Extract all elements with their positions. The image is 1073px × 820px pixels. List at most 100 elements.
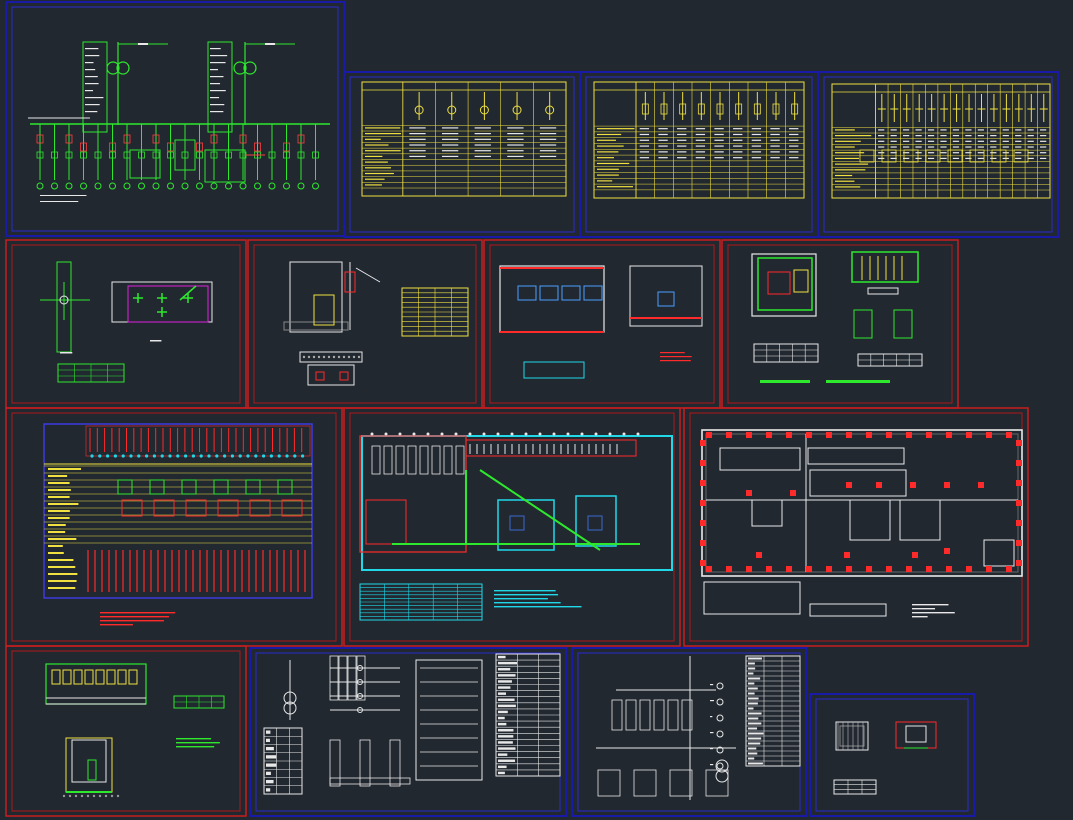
cad-stroke [409, 150, 426, 152]
cad-stroke [1016, 440, 1022, 446]
cad-stroke [786, 566, 792, 572]
cad-stroke [925, 149, 941, 163]
cad-stroke [117, 479, 133, 495]
cad-stroke [716, 103, 724, 115]
cad-stroke [94, 151, 102, 159]
cad-stroke [85, 104, 100, 106]
cad-stroke [677, 151, 687, 153]
cad-stroke [746, 490, 752, 496]
cad-stroke [912, 616, 928, 618]
cad-stroke [110, 794, 114, 798]
cad-stroke [507, 150, 524, 152]
cad-stroke [890, 129, 897, 131]
cad-stroke [40, 195, 87, 196]
cad-stroke [412, 432, 416, 436]
cad-stroke [927, 140, 935, 142]
cad-stroke [946, 566, 952, 572]
cad-stroke [748, 712, 762, 715]
cad-stroke [36, 151, 44, 159]
cad-stroke [1002, 146, 1009, 148]
transformer-room-plan-sheet [721, 239, 959, 409]
cad-stroke [176, 742, 220, 744]
cad-stroke [40, 201, 79, 202]
cad-stroke [365, 138, 381, 140]
cad-stroke [835, 721, 869, 751]
cad-stroke [701, 429, 1023, 577]
cad-stroke [152, 151, 160, 159]
cad-stroke [512, 105, 522, 115]
cad-stroke [789, 157, 799, 159]
cad-stroke [357, 665, 363, 671]
cad-stroke [269, 454, 273, 458]
foundation-detail-sheet [809, 693, 975, 817]
cad-stroke [912, 604, 949, 606]
cad-stroke [658, 145, 668, 147]
cad-stroke [213, 479, 229, 495]
cad-stroke [338, 655, 348, 701]
cad-stroke [465, 439, 637, 457]
cad-stroke [748, 697, 759, 700]
single-line-diagram-sheet [5, 1, 345, 237]
cad-stroke [539, 285, 559, 301]
cad-stroke [789, 145, 799, 147]
cad-stroke [751, 253, 817, 317]
cad-stroke [210, 104, 225, 106]
cad-stroke [48, 573, 78, 575]
cad-stroke [912, 552, 918, 558]
cad-stroke [753, 103, 761, 115]
cad-stroke [1040, 152, 1047, 154]
cad-stroke [639, 139, 650, 141]
cad-stroke [441, 155, 459, 158]
cad-stroke [756, 552, 762, 558]
cad-stroke [746, 566, 752, 572]
cad-stroke [658, 151, 668, 153]
cad-stroke [947, 149, 963, 163]
cable-trench-section-sheet [247, 239, 483, 409]
cad-stroke [910, 482, 916, 488]
cad-stroke [809, 469, 907, 497]
cad-stroke [809, 603, 887, 617]
cad-stroke [86, 794, 90, 798]
cad-stroke [245, 479, 261, 495]
cad-stroke [48, 482, 70, 484]
cad-stroke [313, 294, 335, 326]
cad-stroke [571, 647, 807, 817]
cad-stroke [210, 62, 226, 64]
cad-stroke [415, 659, 483, 781]
cad-stroke [494, 598, 548, 600]
cad-stroke [706, 432, 712, 438]
cad-stroke [1015, 135, 1022, 137]
cad-stroke [283, 142, 290, 152]
cad-stroke [191, 454, 195, 458]
cad-stroke [365, 178, 385, 180]
cad-stroke [407, 445, 417, 475]
cad-stroke [944, 548, 950, 554]
cad-stroke [176, 746, 215, 748]
cad-stroke [254, 182, 261, 190]
cad-stroke [700, 480, 706, 486]
cad-stroke [597, 145, 624, 147]
cad-stroke [117, 669, 127, 685]
cad-stroke [150, 340, 162, 342]
cad-stroke [100, 612, 176, 614]
cad-stroke [639, 145, 650, 147]
cad-stroke [597, 139, 616, 141]
cad-stroke [384, 432, 388, 436]
cad-stroke [185, 499, 207, 517]
cad-stroke [80, 142, 87, 152]
cad-stroke [498, 741, 513, 744]
cad-stroke [748, 747, 757, 750]
cad-stroke [1015, 152, 1022, 154]
cad-stroke [489, 244, 715, 404]
cad-stroke [1027, 129, 1034, 131]
cad-stroke [498, 674, 516, 677]
cad-stroke [695, 151, 706, 153]
cad-stroke [230, 454, 234, 458]
cad-stroke [498, 759, 516, 762]
cad-stroke [370, 432, 374, 436]
cad-stroke [706, 566, 712, 572]
cad-stroke [597, 769, 621, 797]
cad-stroke [969, 149, 985, 163]
cad-stroke [1016, 500, 1022, 506]
